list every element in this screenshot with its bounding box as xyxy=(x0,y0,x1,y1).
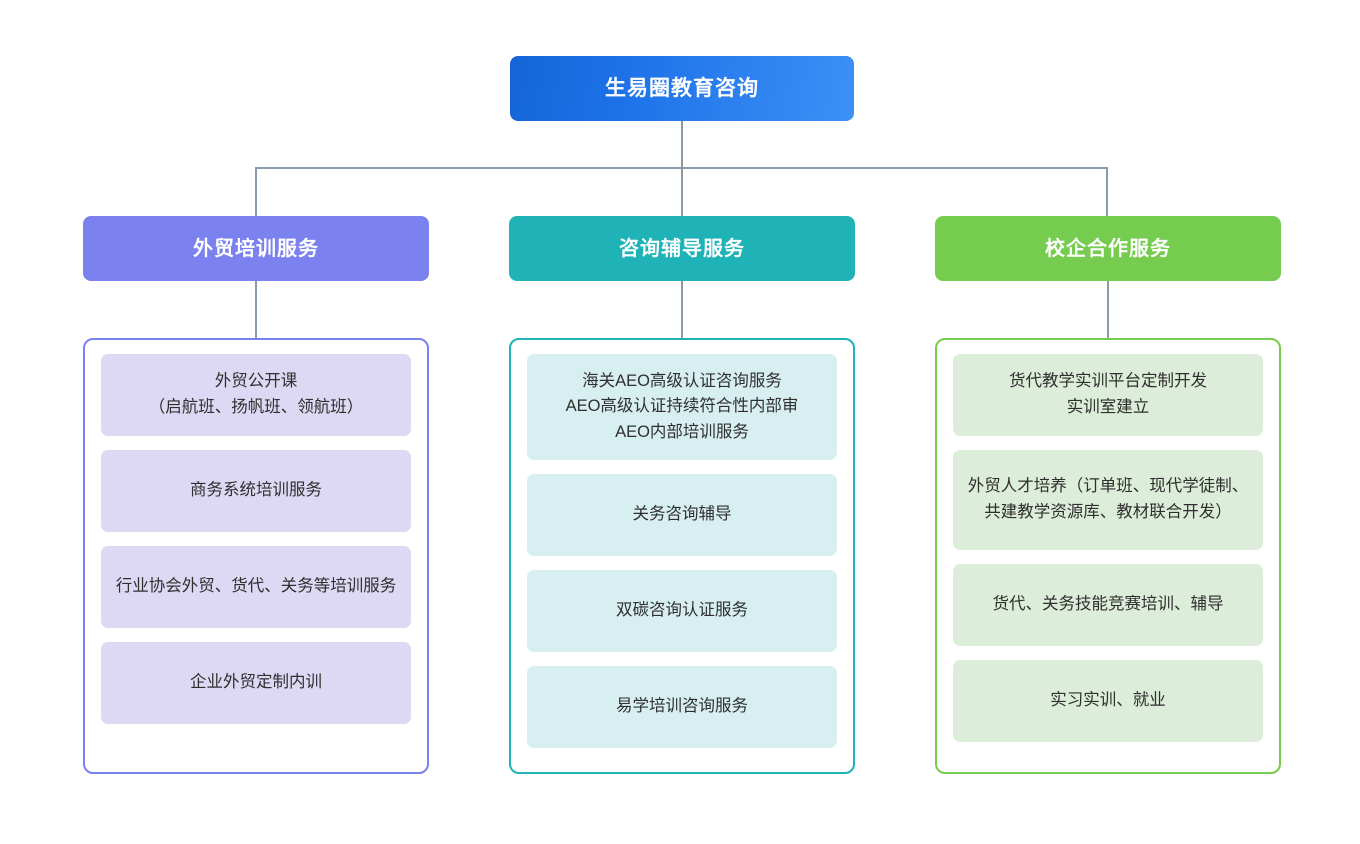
root-node-label: 生易圈教育咨询 xyxy=(605,76,759,100)
leaf-card[interactable]: 货代、关务技能竞赛培训、辅导 xyxy=(953,564,1263,646)
branch-stem-connector-consulting xyxy=(681,281,683,338)
leaf-card[interactable]: 双碳咨询认证服务 xyxy=(527,570,837,652)
root-node[interactable]: 生易圈教育咨询 xyxy=(510,56,854,121)
branch-header-training[interactable]: 外贸培训服务 xyxy=(83,216,429,281)
branch-header-label: 咨询辅导服务 xyxy=(619,237,745,260)
branch-panel-school-enterprise: 货代教学实训平台定制开发 实训室建立 外贸人才培养（订单班、现代学徒制、共建教学… xyxy=(935,338,1281,774)
branch-header-label: 校企合作服务 xyxy=(1045,237,1171,260)
branch-header-label: 外贸培训服务 xyxy=(193,237,319,260)
branch-header-school-enterprise[interactable]: 校企合作服务 xyxy=(935,216,1281,281)
branch-header-consulting[interactable]: 咨询辅导服务 xyxy=(509,216,855,281)
branch-drop-connector-left xyxy=(255,167,257,216)
leaf-card[interactable]: 海关AEO高级认证咨询服务 AEO高级认证持续符合性内部审 AEO内部培训服务 xyxy=(527,354,837,460)
leaf-card[interactable]: 外贸人才培养（订单班、现代学徒制、共建教学资源库、教材联合开发） xyxy=(953,450,1263,550)
branch-column-school-enterprise: 校企合作服务 货代教学实训平台定制开发 实训室建立 外贸人才培养（订单班、现代学… xyxy=(935,216,1281,774)
branch-stem-connector-school-enterprise xyxy=(1107,281,1109,338)
branch-drop-connector-right xyxy=(1106,167,1108,216)
leaf-card[interactable]: 外贸公开课 （启航班、扬帆班、领航班） xyxy=(101,354,411,436)
branch-panel-training: 外贸公开课 （启航班、扬帆班、领航班） 商务系统培训服务 行业协会外贸、货代、关… xyxy=(83,338,429,774)
branch-stem-connector-training xyxy=(255,281,257,338)
leaf-card[interactable]: 实习实训、就业 xyxy=(953,660,1263,742)
leaf-card[interactable]: 行业协会外贸、货代、关务等培训服务 xyxy=(101,546,411,628)
branch-column-training: 外贸培训服务 外贸公开课 （启航班、扬帆班、领航班） 商务系统培训服务 行业协会… xyxy=(83,216,429,774)
leaf-card[interactable]: 货代教学实训平台定制开发 实训室建立 xyxy=(953,354,1263,436)
leaf-card[interactable]: 易学培训咨询服务 xyxy=(527,666,837,748)
root-stem-connector xyxy=(681,121,683,168)
branch-drop-connector-middle xyxy=(681,167,683,216)
branch-column-consulting: 咨询辅导服务 海关AEO高级认证咨询服务 AEO高级认证持续符合性内部审 AEO… xyxy=(509,216,855,774)
branch-panel-consulting: 海关AEO高级认证咨询服务 AEO高级认证持续符合性内部审 AEO内部培训服务 … xyxy=(509,338,855,774)
leaf-card[interactable]: 企业外贸定制内训 xyxy=(101,642,411,724)
leaf-card[interactable]: 商务系统培训服务 xyxy=(101,450,411,532)
leaf-card[interactable]: 关务咨询辅导 xyxy=(527,474,837,556)
